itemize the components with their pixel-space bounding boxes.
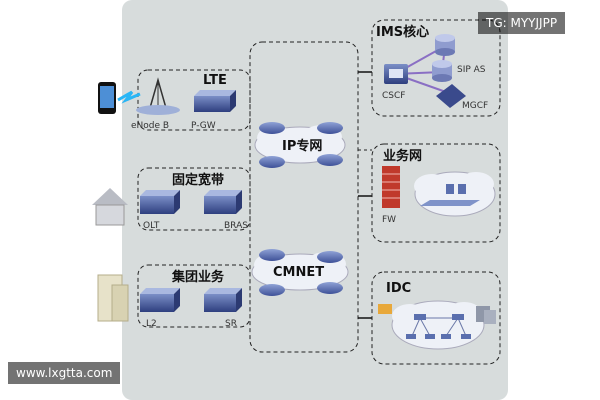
bras-router-icon bbox=[204, 190, 242, 214]
ip-router-icon-4 bbox=[317, 154, 343, 166]
ip-router-icon-2 bbox=[317, 122, 343, 134]
ip-router-icon-1 bbox=[259, 122, 285, 134]
business-cloud bbox=[414, 171, 496, 217]
business-servers-icon bbox=[420, 184, 480, 206]
bras-label: BRAS bbox=[224, 221, 248, 231]
lte-title: LTE bbox=[203, 73, 227, 88]
building-icon bbox=[97, 274, 129, 322]
enterprise-title: 集团业务 bbox=[171, 269, 225, 285]
enodeb-tower-icon bbox=[136, 77, 180, 115]
core-box bbox=[249, 41, 359, 353]
idc-network-links bbox=[411, 317, 467, 337]
cmnet-label: CMNET bbox=[273, 265, 324, 280]
ip-router-icon-3 bbox=[259, 156, 285, 168]
core-dashed-links bbox=[249, 100, 372, 151]
idc-box bbox=[371, 271, 501, 365]
sip-as-database-icon-1 bbox=[435, 34, 455, 56]
fw-label: FW bbox=[382, 215, 396, 225]
cmnet-router-icon-4 bbox=[317, 282, 343, 294]
ip-network-label: IP专网 bbox=[282, 138, 322, 154]
pgw-router-icon bbox=[194, 90, 236, 112]
ims-title: IMS核心 bbox=[376, 24, 429, 40]
pgw-label: P-GW bbox=[191, 121, 216, 131]
core-to-services-links bbox=[358, 71, 372, 319]
idc-cloud bbox=[391, 300, 485, 350]
idc-storage-icon bbox=[476, 306, 496, 324]
olt-switch-icon bbox=[140, 190, 180, 214]
mgcf-label: MGCF bbox=[462, 101, 488, 111]
phone-icon bbox=[98, 82, 116, 114]
watermark-bottom-left: www.lxgtta.com bbox=[8, 362, 121, 384]
mgcf-gateway-icon bbox=[436, 84, 466, 108]
wireless-signal-icon bbox=[117, 90, 141, 104]
cmnet-router-icon-1 bbox=[259, 249, 285, 261]
business-network-box bbox=[371, 143, 501, 243]
firewall-icon bbox=[382, 166, 400, 208]
enodeb-label: eNode B bbox=[131, 121, 169, 131]
house-icon bbox=[92, 188, 128, 226]
sip-as-label: SIP AS bbox=[457, 65, 486, 75]
idc-switch-icons bbox=[406, 314, 471, 339]
idc-firewall-icon bbox=[378, 304, 392, 314]
fixed-broadband-title: 固定宽带 bbox=[172, 172, 224, 188]
sr-label: SR bbox=[225, 319, 237, 329]
cscf-label: CSCF bbox=[382, 91, 405, 101]
sr-router-icon bbox=[204, 288, 242, 312]
cmnet-router-icon-2 bbox=[317, 251, 343, 263]
sip-as-database-icon-2 bbox=[432, 60, 452, 82]
l2-label: L2 bbox=[146, 319, 157, 329]
olt-label: OLT bbox=[143, 221, 160, 231]
ims-box bbox=[371, 19, 501, 117]
idc-title: IDC bbox=[386, 281, 411, 296]
l2-switch-icon bbox=[140, 288, 180, 312]
cscf-server-icon bbox=[384, 64, 408, 84]
watermark-top-right: TG: MYYJJPP bbox=[478, 12, 566, 34]
business-network-title: 业务网 bbox=[383, 148, 422, 164]
cmnet-router-icon-3 bbox=[259, 284, 285, 296]
